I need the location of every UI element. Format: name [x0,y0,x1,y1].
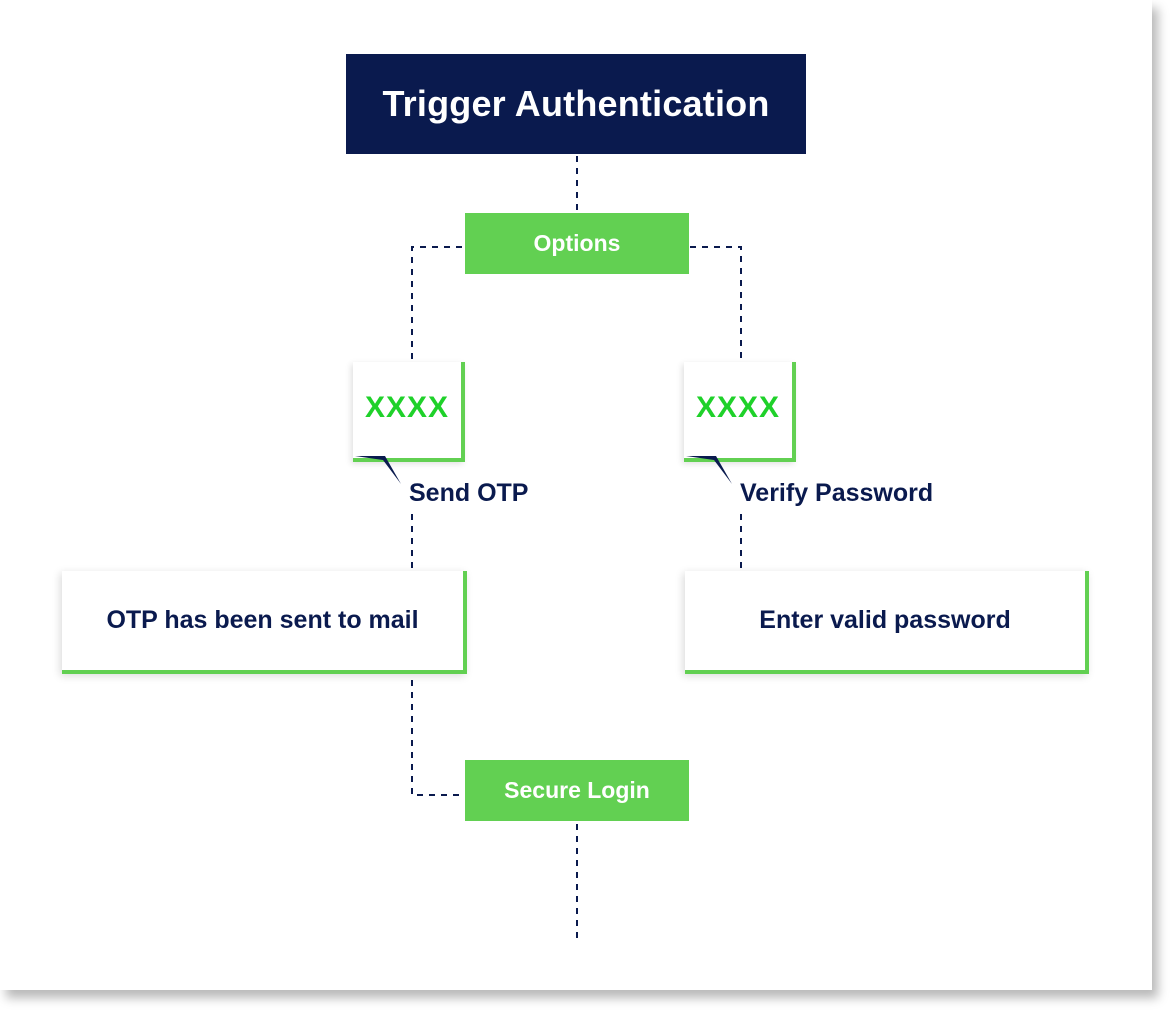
valid-password-message-card: Enter valid password [685,571,1089,674]
connector-options-to-verify-password [690,246,742,360]
send-otp-code-bubble: XXXX [353,362,465,484]
trigger-authentication-box: Trigger Authentication [346,54,806,154]
secure-login-label: Secure Login [504,777,650,803]
speech-bubble-tail-icon [355,456,401,484]
send-otp-code: XXXX [364,391,450,424]
secure-login-box: Secure Login [465,760,689,821]
send-otp-label: Send OTP [409,479,529,507]
verify-password-code-bubble: XXXX [684,362,796,484]
options-label: Options [533,230,621,256]
otp-sent-message: OTP has been sent to mail [106,606,419,634]
trigger-authentication-title: Trigger Authentication [382,83,770,124]
verify-password-code: XXXX [695,391,781,424]
connector-otp-message-to-secure-login [411,680,462,796]
verify-password-label: Verify Password [740,479,934,507]
connector-options-to-send-otp [411,246,462,360]
options-box: Options [465,213,689,274]
valid-password-message: Enter valid password [759,606,1011,634]
speech-bubble-tail-icon [686,456,732,484]
otp-sent-message-card: OTP has been sent to mail [62,571,467,674]
